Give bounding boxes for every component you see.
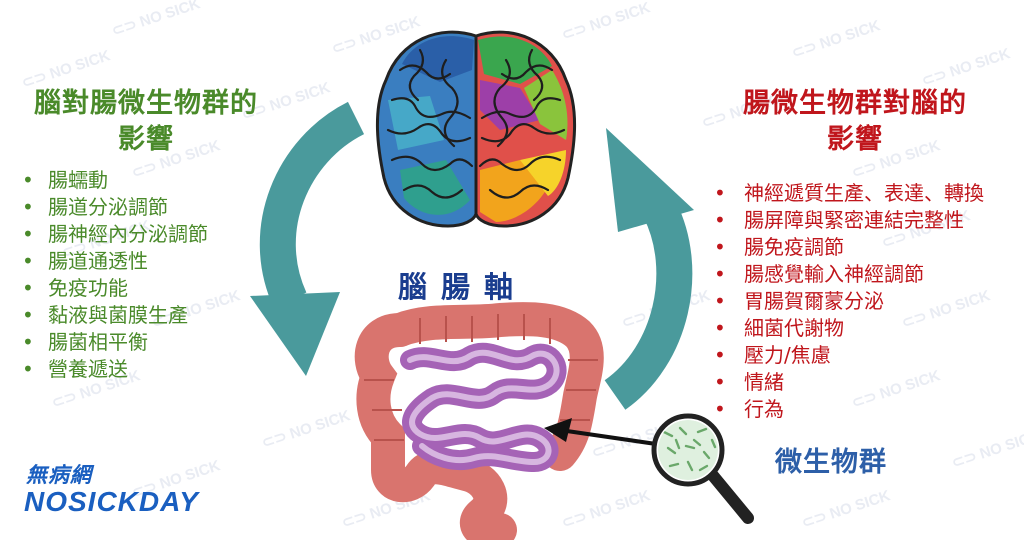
logo-chinese: 無病網 — [26, 463, 92, 487]
list-item: •腸蠕動 — [22, 168, 108, 192]
microbiota-label: 微生物群 — [775, 447, 887, 478]
right-effects-list: •神經遞質生產、表達、轉換 •腸屏障與緊密連結完整性 •腸免疫調節 •腸感覺輸入… — [710, 180, 984, 423]
list-item: •腸道通透性 — [22, 249, 148, 273]
list-item: •腸屏障與緊密連結完整性 — [714, 208, 964, 232]
list-item: •神經遞質生產、表達、轉換 — [714, 181, 984, 205]
intestine-icon — [354, 302, 604, 540]
left-effects-list: •腸蠕動 •腸道分泌調節 •腸神經內分泌調節 •腸道通透性 •免疫功能 •黏液與… — [18, 167, 208, 383]
pointer-arrow — [544, 418, 657, 446]
brain-icon — [375, 30, 577, 228]
right-panel-title: 腸微生物群對腦的 影響 — [743, 88, 967, 155]
list-item: •黏液與菌膜生產 — [22, 303, 188, 327]
cycle-arrow-left — [250, 101, 365, 376]
cycle-arrow-right — [604, 128, 694, 410]
list-item: •腸感覺輸入神經調節 — [714, 262, 924, 286]
list-item: •腸道分泌調節 — [22, 195, 168, 219]
list-item: •腸免疫調節 — [714, 235, 844, 259]
logo-english: NOSICKDAY — [24, 486, 199, 517]
list-item: •營養遞送 — [22, 357, 128, 381]
list-item: •腸神經內分泌調節 — [22, 222, 208, 246]
list-item: •胃腸賀爾蒙分泌 — [714, 289, 884, 313]
gut-brain-axis-label: 腦腸軸 — [398, 270, 528, 304]
list-item: •腸菌相平衡 — [22, 330, 148, 354]
list-item: •壓力/焦慮 — [714, 343, 831, 367]
list-item: •情緒 — [714, 370, 784, 394]
magnifier-icon — [651, 413, 754, 524]
list-item: •行為 — [714, 397, 784, 421]
list-item: •細菌代謝物 — [714, 316, 844, 340]
left-panel-title: 腦對腸微生物群的 影響 — [34, 88, 258, 155]
list-item: •免疫功能 — [22, 276, 128, 300]
